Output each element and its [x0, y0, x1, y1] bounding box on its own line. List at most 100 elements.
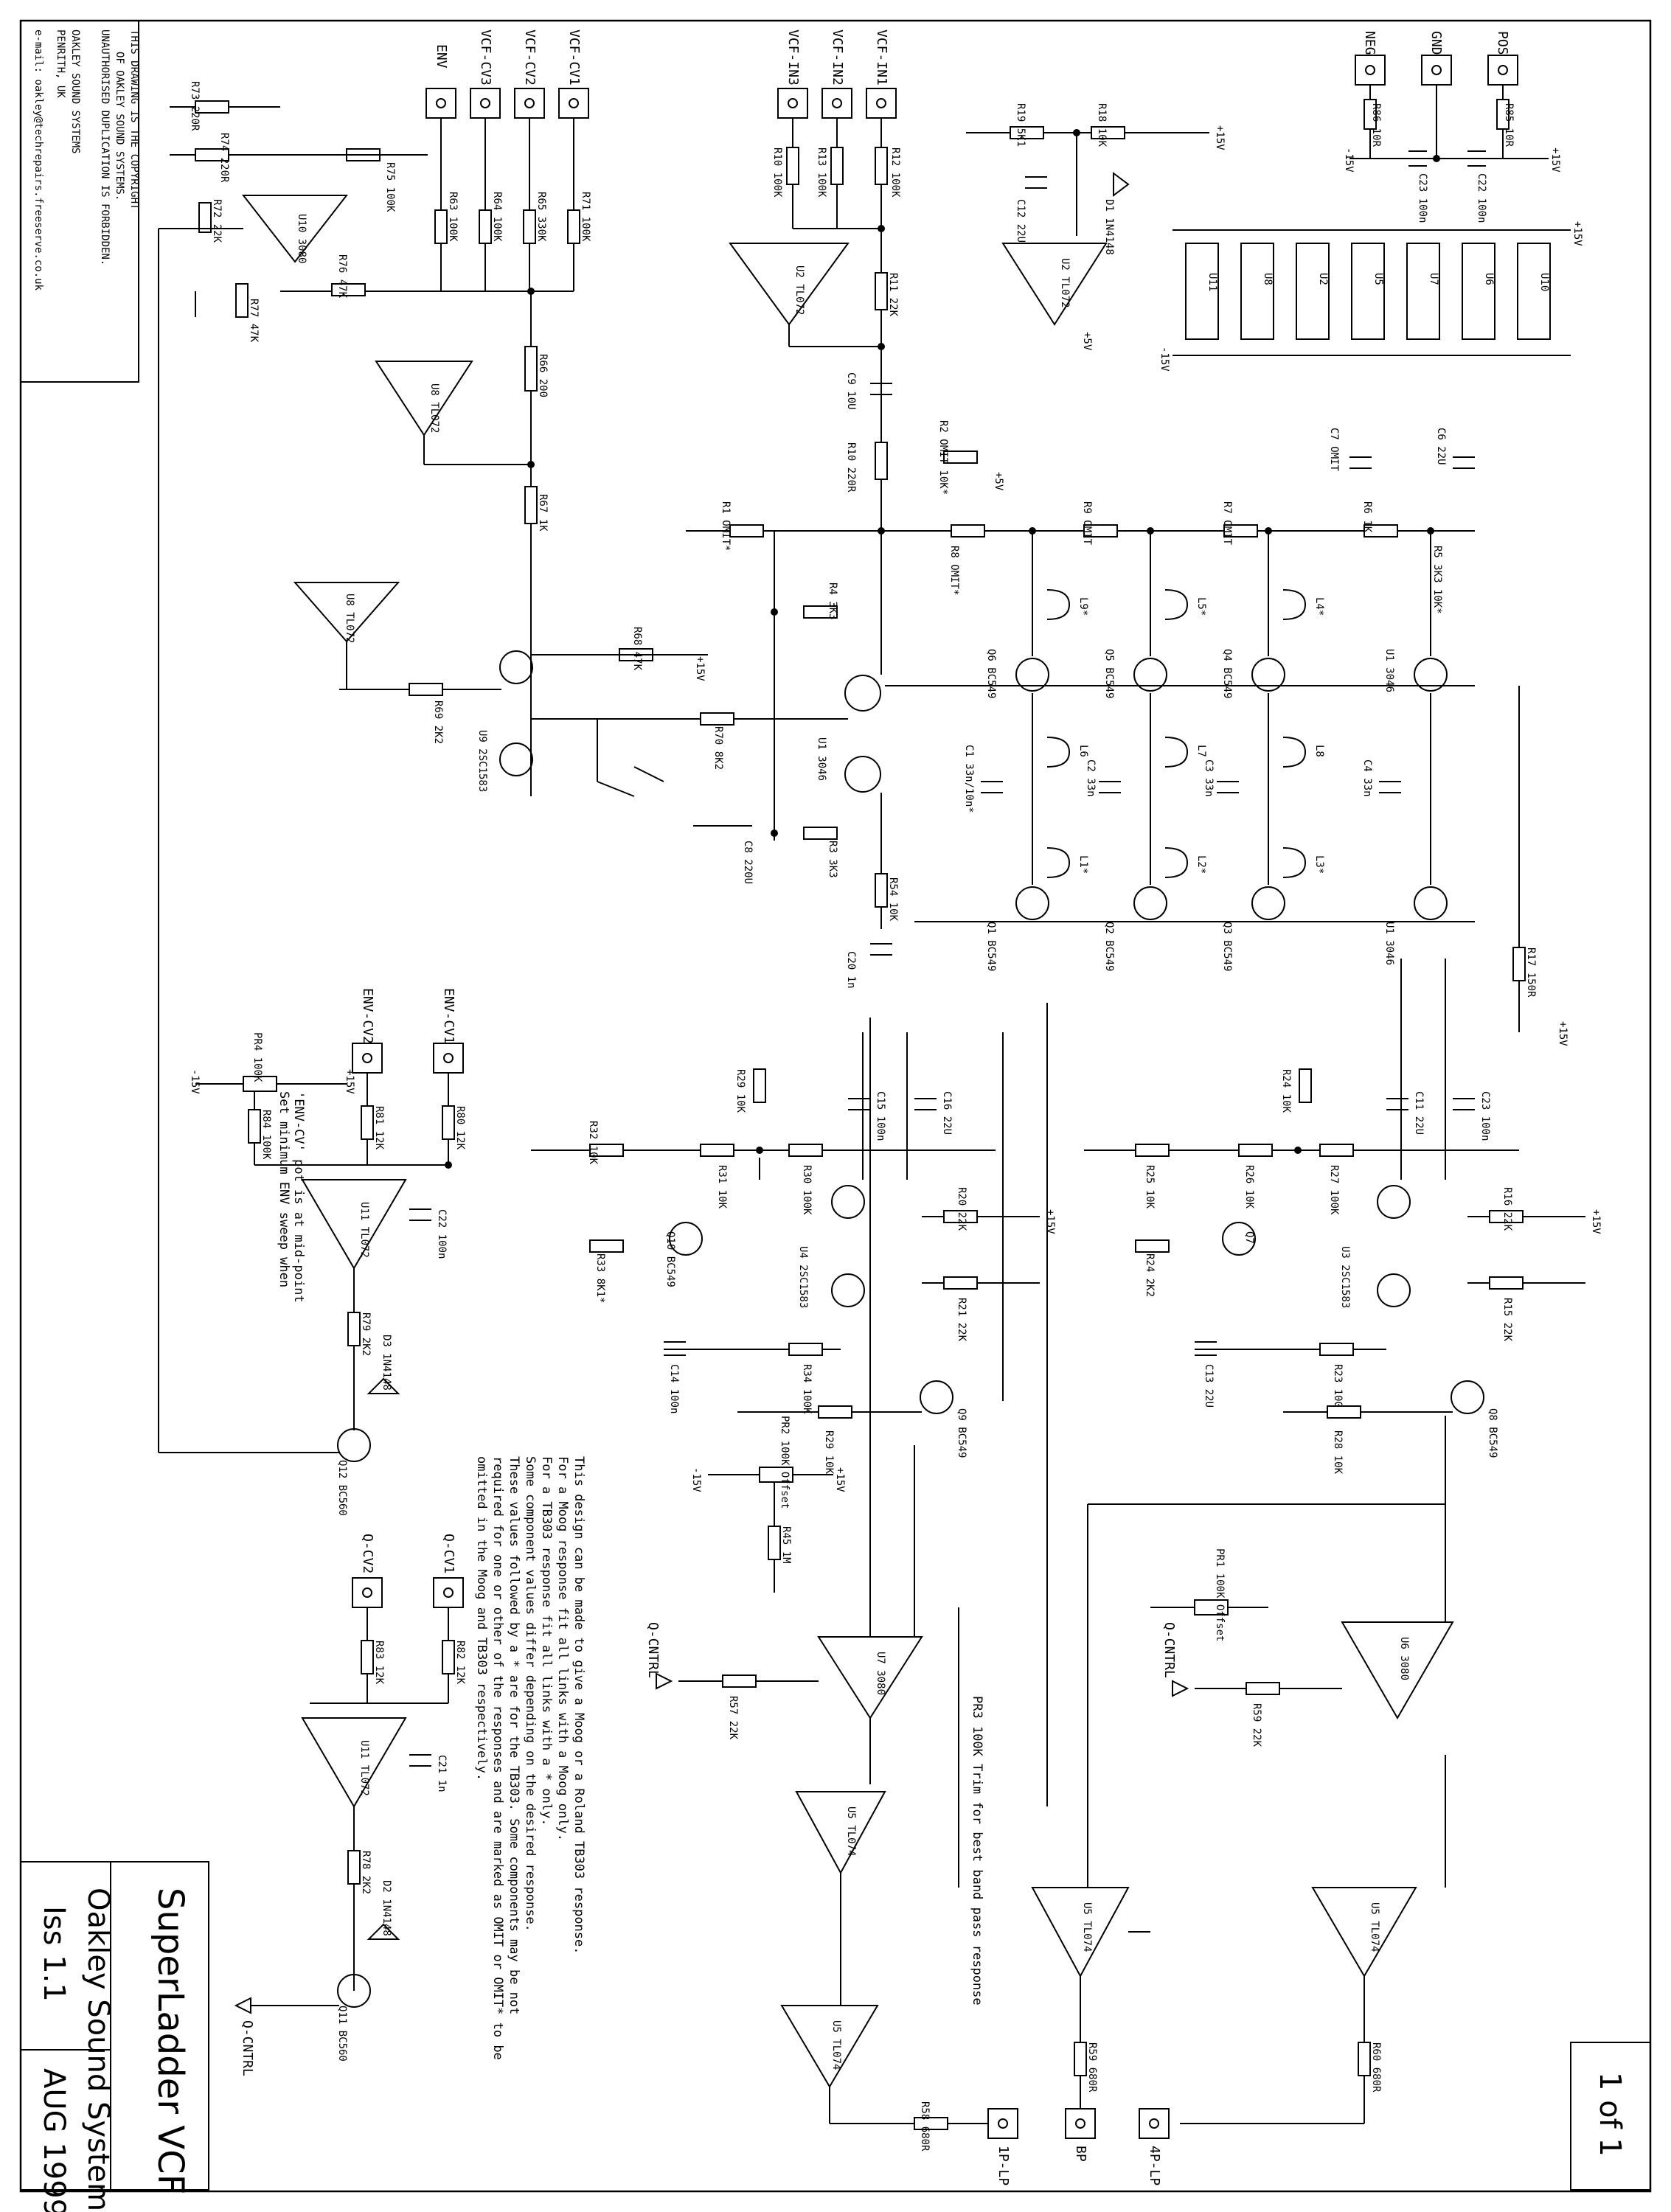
svg-text:'ENV-CV' pot is at mid-point: 'ENV-CV' pot is at mid-point: [291, 1091, 306, 1303]
svg-text:R20 22K: R20 22K: [956, 1187, 967, 1231]
svg-text:R77 47K: R77 47K: [248, 299, 260, 343]
svg-text:-15V: -15V: [1158, 347, 1170, 372]
svg-text:THIS DRAWING IS THE COPYRIGHT: THIS DRAWING IS THE COPYRIGHT: [128, 29, 140, 210]
svg-text:VCF-CV3: VCF-CV3: [478, 29, 493, 86]
svg-text:R78 2K2: R78 2K2: [360, 1851, 372, 1894]
svg-text:R30 100K: R30 100K: [801, 1165, 813, 1215]
svg-text:U11 TL072: U11 TL072: [358, 1202, 370, 1258]
svg-text:C13 22U: C13 22U: [1203, 1364, 1215, 1408]
svg-text:R63 100K: R63 100K: [447, 192, 459, 242]
svg-text:R86 10R: R86 10R: [1370, 103, 1382, 147]
svg-text:L9*: L9*: [1077, 597, 1089, 616]
svg-text:Q5 BC549: Q5 BC549: [1103, 649, 1115, 698]
svg-text:R5 3K3 10K*: R5 3K3 10K*: [1431, 546, 1443, 614]
svg-text:L8: L8: [1313, 745, 1325, 757]
svg-text:R9 OMIT: R9 OMIT: [1081, 501, 1093, 546]
svg-text:Q-CNTRL: Q-CNTRL: [240, 2020, 255, 2076]
connector-env: [425, 88, 456, 119]
svg-text:C3 33n: C3 33n: [1203, 759, 1215, 797]
connector-q-cv1: [433, 1577, 464, 1608]
svg-text:L6: L6: [1077, 745, 1089, 757]
svg-text:R24 10K: R24 10K: [1280, 1069, 1292, 1113]
svg-text:R75 100K: R75 100K: [384, 162, 396, 212]
expo-converter: R69 2K2 U9 2SC1583 R68 47K +15V R70 8K2 …: [293, 582, 848, 797]
svg-text:R60 680R: R60 680R: [1370, 2042, 1382, 2093]
svg-text:U8 TL072: U8 TL072: [428, 383, 440, 433]
svg-text:+15V: +15V: [344, 1069, 355, 1094]
diff-amp-right: R25 10K R26 10K R27 100K Q7 U3 2SC1583 R…: [1084, 959, 1602, 1475]
svg-text:L3*: L3*: [1313, 855, 1325, 874]
svg-text:U4 2SC1583: U4 2SC1583: [797, 1246, 809, 1308]
svg-text:C8 220U: C8 220U: [742, 841, 754, 884]
svg-text:R3 3K3: R3 3K3: [827, 841, 838, 878]
svg-text:R10 100K: R10 100K: [771, 147, 783, 198]
svg-text:OF OAKLEY SOUND SYSTEMS.: OF OAKLEY SOUND SYSTEMS.: [114, 52, 125, 201]
connector-gnd: [1421, 55, 1452, 86]
connector-vcf-in3: [777, 88, 808, 119]
svg-text:R12 100K: R12 100K: [889, 147, 901, 198]
svg-text:U6 3080: U6 3080: [1398, 1637, 1410, 1680]
svg-text:C9 10U: C9 10U: [845, 372, 857, 410]
svg-text:PR2 100K Offset: PR2 100K Offset: [779, 1416, 791, 1509]
svg-text:R71 100K: R71 100K: [580, 192, 591, 242]
svg-text:L4*: L4*: [1313, 597, 1325, 616]
svg-text:C15 100n: C15 100n: [875, 1091, 886, 1141]
svg-text:R82 12K: R82 12K: [454, 1641, 466, 1685]
svg-text:U8: U8: [1262, 273, 1274, 285]
svg-text:R83 12K: R83 12K: [373, 1641, 385, 1685]
svg-text:U1 3046: U1 3046: [816, 737, 827, 781]
svg-text:Q-CNTRL: Q-CNTRL: [1161, 1622, 1177, 1678]
svg-text:For a TB303 response fit all l: For a TB303 response fit all links with …: [539, 1456, 554, 1826]
svg-text:VCF-CV1: VCF-CV1: [566, 29, 582, 86]
svg-text:R18 10K: R18 10K: [1096, 103, 1108, 147]
svg-text:e-mail: oakley@techrepairs.fre: e-mail: oakley@techrepairs.freeserve.co.…: [32, 29, 44, 291]
svg-text:C22 100n: C22 100n: [1476, 173, 1487, 223]
svg-text:ENV: ENV: [434, 44, 449, 69]
svg-text:Some component values differ d: Some component values differ depending o…: [523, 1456, 538, 1932]
date-text: AUG 1999: [37, 2068, 71, 2212]
svg-text:For a Moog response fit all li: For a Moog response fit all links with a…: [555, 1456, 570, 1841]
svg-text:R7 OMIT: R7 OMIT: [1221, 501, 1233, 546]
svg-text:U1 3046: U1 3046: [1383, 649, 1395, 692]
svg-text:Q8 BC549: Q8 BC549: [1487, 1408, 1498, 1458]
svg-text:C1 33n/10n*: C1 33n/10n*: [963, 745, 975, 813]
svg-text:R16 22K: R16 22K: [1501, 1187, 1513, 1231]
svg-text:+5V: +5V: [1081, 332, 1093, 351]
svg-text:C7 OMIT: C7 OMIT: [1328, 428, 1340, 472]
power-decoupling: R86 10R R85 10R C23 100n C22 100n -15V +…: [1343, 85, 1561, 223]
svg-text:L7: L7: [1195, 745, 1207, 757]
connector-q-cv2: [352, 1577, 383, 1608]
svg-text:R34 100K: R34 100K: [801, 1364, 813, 1414]
svg-text:C22 100n: C22 100n: [436, 1209, 448, 1259]
svg-text:NEG: NEG: [1362, 31, 1378, 55]
svg-text:R70 8K2: R70 8K2: [712, 726, 724, 770]
company-text: Oakley Sound Systems: [81, 1888, 115, 2212]
svg-text:+15V: +15V: [1590, 1209, 1602, 1234]
svg-text:R26 10K: R26 10K: [1243, 1165, 1255, 1209]
svg-text:R57 22K: R57 22K: [727, 1696, 739, 1740]
cv-summing-section: R63 100K R64 100K R65 330K R71 100K R66 …: [170, 81, 591, 627]
svg-text:+15V: +15V: [1571, 221, 1583, 246]
svg-text:Q3 BC549: Q3 BC549: [1221, 922, 1233, 971]
svg-text:R80 12K: R80 12K: [454, 1106, 466, 1150]
svg-text:4P-LP: 4P-LP: [1147, 2146, 1162, 2185]
svg-text:C20 1n: C20 1n: [845, 951, 857, 989]
svg-text:R29 10K: R29 10K: [734, 1069, 746, 1113]
svg-text:1P-LP: 1P-LP: [996, 2146, 1011, 2185]
copyright-box: [20, 20, 139, 383]
svg-text:1 of 1: 1 of 1: [1593, 2072, 1627, 2157]
svg-text:required for one or other of t: required for one or other of the respons…: [490, 1456, 505, 2060]
svg-text:+15V: +15V: [834, 1467, 846, 1492]
reference-section: R19 5K1 R18 10K +15V U2 TL072 C12 22U D1…: [966, 103, 1226, 351]
svg-text:R10 220R: R10 220R: [845, 442, 857, 493]
sheet-number-block: 1 of 1: [1570, 2042, 1651, 2191]
svg-text:U5: U5: [1372, 273, 1384, 285]
svg-text:U6: U6: [1483, 273, 1495, 285]
svg-text:C23 100n: C23 100n: [1479, 1091, 1491, 1141]
svg-text:Q11 BC560: Q11 BC560: [336, 2006, 348, 2062]
svg-text:R8 OMIT*: R8 OMIT*: [948, 546, 960, 595]
svg-text:VCF-IN3: VCF-IN3: [785, 29, 801, 86]
svg-text:R27 100K: R27 100K: [1328, 1165, 1340, 1215]
svg-text:VCF-IN2: VCF-IN2: [830, 29, 845, 86]
